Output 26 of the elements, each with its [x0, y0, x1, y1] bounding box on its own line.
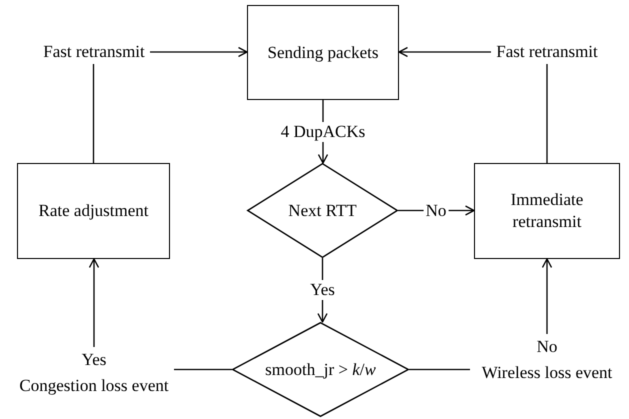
- flow-label: No: [536, 336, 558, 358]
- process-box: [247, 5, 399, 100]
- node-text: Rate adjustment: [38, 200, 148, 222]
- flow-label: Fast retransmit: [43, 41, 145, 63]
- flow-label: Yes: [82, 349, 106, 371]
- arrow: [88, 258, 100, 347]
- arrow: [398, 46, 491, 58]
- flow-label: Congestion loss event: [19, 375, 169, 397]
- arrow: [150, 46, 248, 58]
- flow-label: Fast retransmit: [496, 41, 598, 63]
- node-text: Next RTT: [288, 200, 357, 222]
- decision-diamond: [247, 163, 398, 258]
- flow-label: Wireless loss event: [482, 362, 612, 384]
- process-box: [17, 163, 170, 259]
- decision-diamond: [232, 322, 409, 417]
- node-text: Sending packets: [268, 42, 378, 64]
- node-text: smooth_jr > k/w: [265, 358, 376, 380]
- edge-label: 4 DupACKs: [278, 122, 368, 142]
- connector-line: [409, 368, 470, 370]
- connector-line: [174, 368, 232, 370]
- connector-line: [546, 64, 548, 163]
- edge-label: Yes: [308, 280, 337, 300]
- connector-line: [92, 64, 94, 163]
- node-text: Immediate retransmit: [510, 189, 584, 233]
- process-box: [474, 163, 620, 259]
- arrow: [542, 258, 552, 334]
